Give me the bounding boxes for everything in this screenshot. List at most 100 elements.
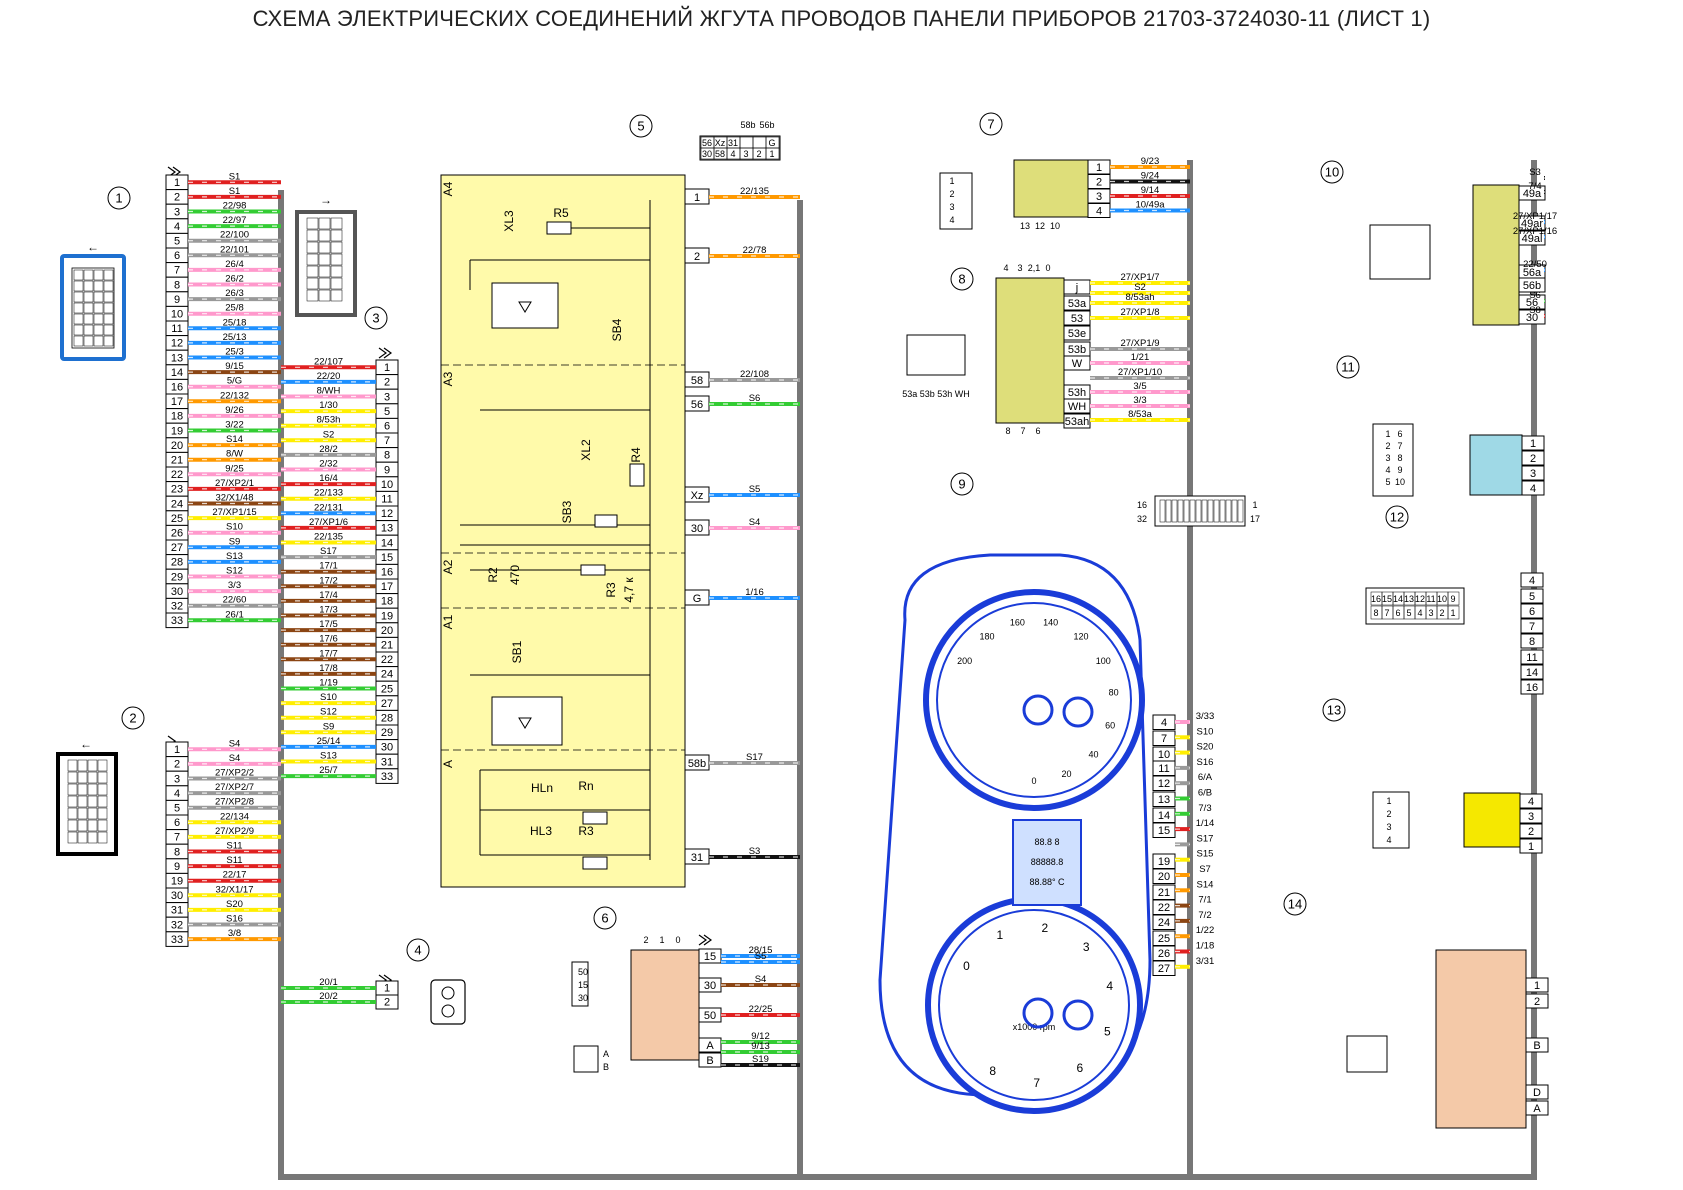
wire-label: S5: [755, 951, 767, 962]
pin-number: 29: [171, 571, 183, 583]
plug-pin-label: 4: [1386, 835, 1391, 845]
pin-number: 15: [1158, 825, 1170, 837]
wire-label: 1/18: [1196, 941, 1215, 952]
callout-number: 7: [987, 117, 994, 132]
pin-number: B: [1533, 1040, 1540, 1052]
plug-cell: [87, 759, 98, 772]
pin-number: 22: [1158, 902, 1170, 914]
speed-tick-label: 0: [1031, 776, 1036, 786]
pin-number: 4: [174, 788, 180, 800]
pin-number: 20: [171, 440, 183, 452]
pin-number: 30: [381, 742, 393, 754]
wire-label: 27/XP1/17: [1513, 211, 1557, 222]
plug-pin-label: 4: [1417, 608, 1422, 618]
connector-pin: [1521, 435, 1545, 451]
plug-cell: [83, 313, 94, 325]
rpm-tick-label: 5: [1104, 1025, 1111, 1039]
speed-tick-label: 100: [1096, 656, 1111, 666]
wire-label: S17: [746, 752, 763, 763]
pin-number: 2: [1530, 453, 1536, 465]
pin-number: 56a: [1523, 267, 1542, 279]
speed-tick-label: 200: [957, 656, 972, 666]
callout-number: 4: [414, 943, 421, 958]
wire-label: 3/3: [1133, 395, 1146, 406]
headlamp-switch-block: [440, 174, 686, 888]
plug-cell: [97, 831, 108, 844]
pin-number: 56: [691, 399, 703, 411]
wire-label: S4: [229, 738, 241, 749]
wire-label: 17/5: [319, 619, 338, 630]
pin-number: 2: [384, 377, 390, 389]
pin-number: 4: [1096, 206, 1102, 218]
wire-label: 27/XP2/8: [215, 797, 254, 808]
pin-number: 32: [171, 919, 183, 931]
connector-callout: [950, 267, 974, 291]
plug-pin-label: 6: [1395, 608, 1400, 618]
pin-number: 7: [174, 265, 180, 277]
wire-label: S10: [320, 692, 337, 703]
plug-pin-label: 2: [949, 189, 954, 199]
wire-label: 22/131: [314, 502, 343, 513]
pin-number: 8: [1529, 636, 1535, 648]
plug-cell: [67, 795, 78, 808]
plug-pin-label: 15: [1382, 594, 1392, 604]
pin-number: 4: [1528, 796, 1534, 808]
wire-label: S1: [229, 186, 241, 197]
wire-label: 25/18: [223, 317, 247, 328]
lcd-text: 88.8 8: [1034, 837, 1059, 847]
wire-label: 26/3: [225, 288, 244, 299]
wire-label: 3/33: [1196, 711, 1215, 722]
callout-number: 1: [115, 191, 122, 206]
wire-label: 25/3: [225, 347, 244, 358]
section-label: A4: [441, 181, 455, 196]
pin-number: j: [1075, 282, 1078, 294]
pin-number: 11: [381, 494, 392, 506]
pin-number: 1: [1096, 162, 1102, 174]
speed-tick-label: 180: [979, 631, 994, 641]
plug-cell: [67, 831, 78, 844]
plug-cell: [1225, 499, 1232, 523]
resistor: [594, 514, 618, 528]
wire-label: 28/2: [319, 444, 338, 455]
pin-number: 26: [1158, 948, 1170, 960]
wire-label: S4: [229, 753, 241, 764]
plug-cell: [306, 217, 319, 230]
pin-number: 17: [381, 581, 393, 593]
connector-pin: [1519, 808, 1543, 824]
wire-label: 22/50: [1523, 259, 1547, 270]
pin-number: 8: [384, 450, 390, 462]
callout-number: 2: [129, 711, 136, 726]
rpm-tick-label: 4: [1106, 979, 1113, 993]
arrow-right-icon: →: [320, 193, 332, 207]
wire-label: 7/4: [1528, 181, 1541, 192]
pin-number: 30: [171, 586, 183, 598]
plug-cell: [87, 819, 98, 832]
connector-pin: [1519, 793, 1543, 809]
plug-cell: [103, 313, 114, 325]
wire-label: S17: [1197, 833, 1214, 844]
connector-14-module: [1435, 949, 1527, 1129]
wire-label: 22/107: [314, 356, 343, 367]
plug-cell: [67, 771, 78, 784]
switch-position-label: 2,1: [1028, 263, 1041, 273]
wire-label: 8/53ah: [1125, 292, 1154, 303]
plug-cell: [93, 269, 104, 281]
pin-number: 22: [381, 654, 393, 666]
rpm-tick-label: 3: [1083, 940, 1090, 954]
plug-cell: [93, 302, 104, 314]
plug-cell: [83, 269, 94, 281]
wire-label: 27/XP1/10: [1118, 367, 1162, 378]
wire-label: 25/8: [225, 303, 244, 314]
wire-label: 5/G: [227, 376, 242, 387]
plug-pin-label: 3: [949, 202, 954, 212]
connector-callout: [1336, 355, 1360, 379]
relay-10: [1472, 184, 1520, 326]
pin-number: 16: [171, 382, 183, 394]
pin-number: 13: [1158, 794, 1170, 806]
plug-cell: [1189, 499, 1196, 523]
plug-pin-label: 14: [1393, 594, 1403, 604]
pin-number: 14: [1158, 810, 1170, 822]
pin-number: 25: [171, 513, 183, 525]
pin-number: 4: [1529, 575, 1535, 587]
tachometer-ring: [938, 909, 1130, 1101]
